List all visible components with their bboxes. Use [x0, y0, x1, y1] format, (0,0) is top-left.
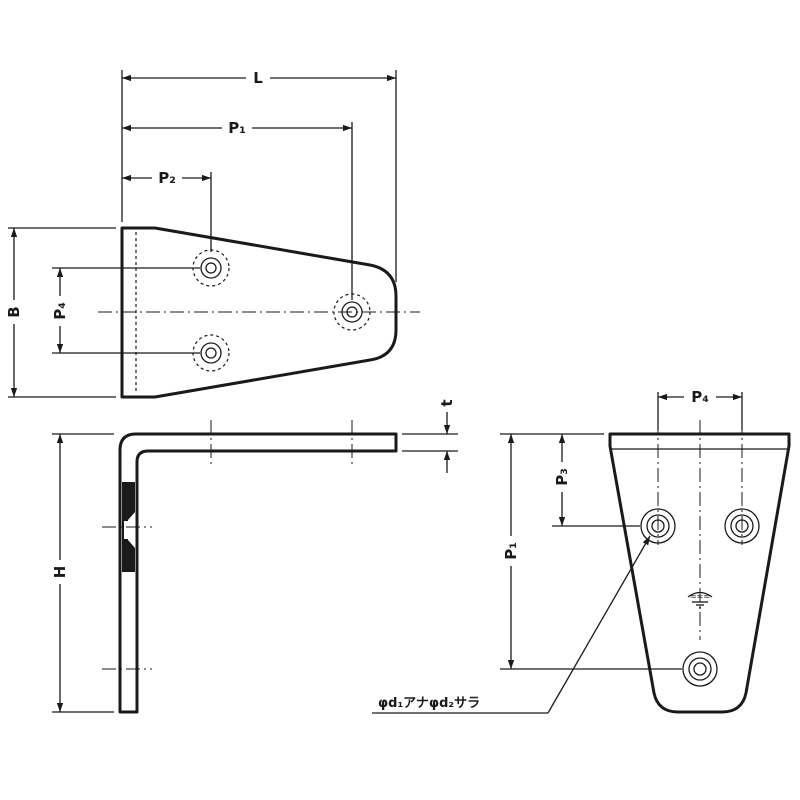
top-view: L P₁ P₂ B P₄ — [4, 66, 420, 399]
dim-label-t: t — [438, 399, 456, 406]
front-view-hole-left — [640, 508, 676, 544]
front-view: ≈≈≈ P₄ P₃ P₁ φd₁アナφd₂サラ — [372, 385, 791, 714]
dim-label-P1-vertical: P₁ — [502, 542, 520, 560]
dim-label-B: B — [5, 306, 23, 317]
dim-label-P2: P₂ — [158, 169, 176, 187]
dim-label-P4-horizontal: P₄ — [691, 388, 709, 406]
top-view-plate-outline — [120, 226, 398, 399]
side-view-angle-outline — [118, 432, 398, 714]
dim-label-P1: P₁ — [228, 119, 246, 137]
front-view-hole-bottom — [682, 651, 718, 687]
side-view: H t — [50, 399, 458, 714]
dim-label-P3: P₃ — [553, 468, 571, 486]
dim-label-L: L — [253, 69, 263, 87]
side-view-countersink-section — [122, 482, 135, 572]
dim-label-H: H — [51, 566, 69, 579]
dim-label-P4-vertical: P₄ — [51, 302, 69, 320]
svg-text:≈≈≈: ≈≈≈ — [690, 592, 710, 601]
maker-logo-mark: ≈≈≈ — [687, 591, 713, 609]
front-view-plate-outline — [608, 432, 791, 714]
hole-note-label: φd₁アナφd₂サラ — [378, 696, 480, 711]
front-view-hole-right — [724, 508, 760, 544]
hole-note-leader — [547, 535, 651, 714]
